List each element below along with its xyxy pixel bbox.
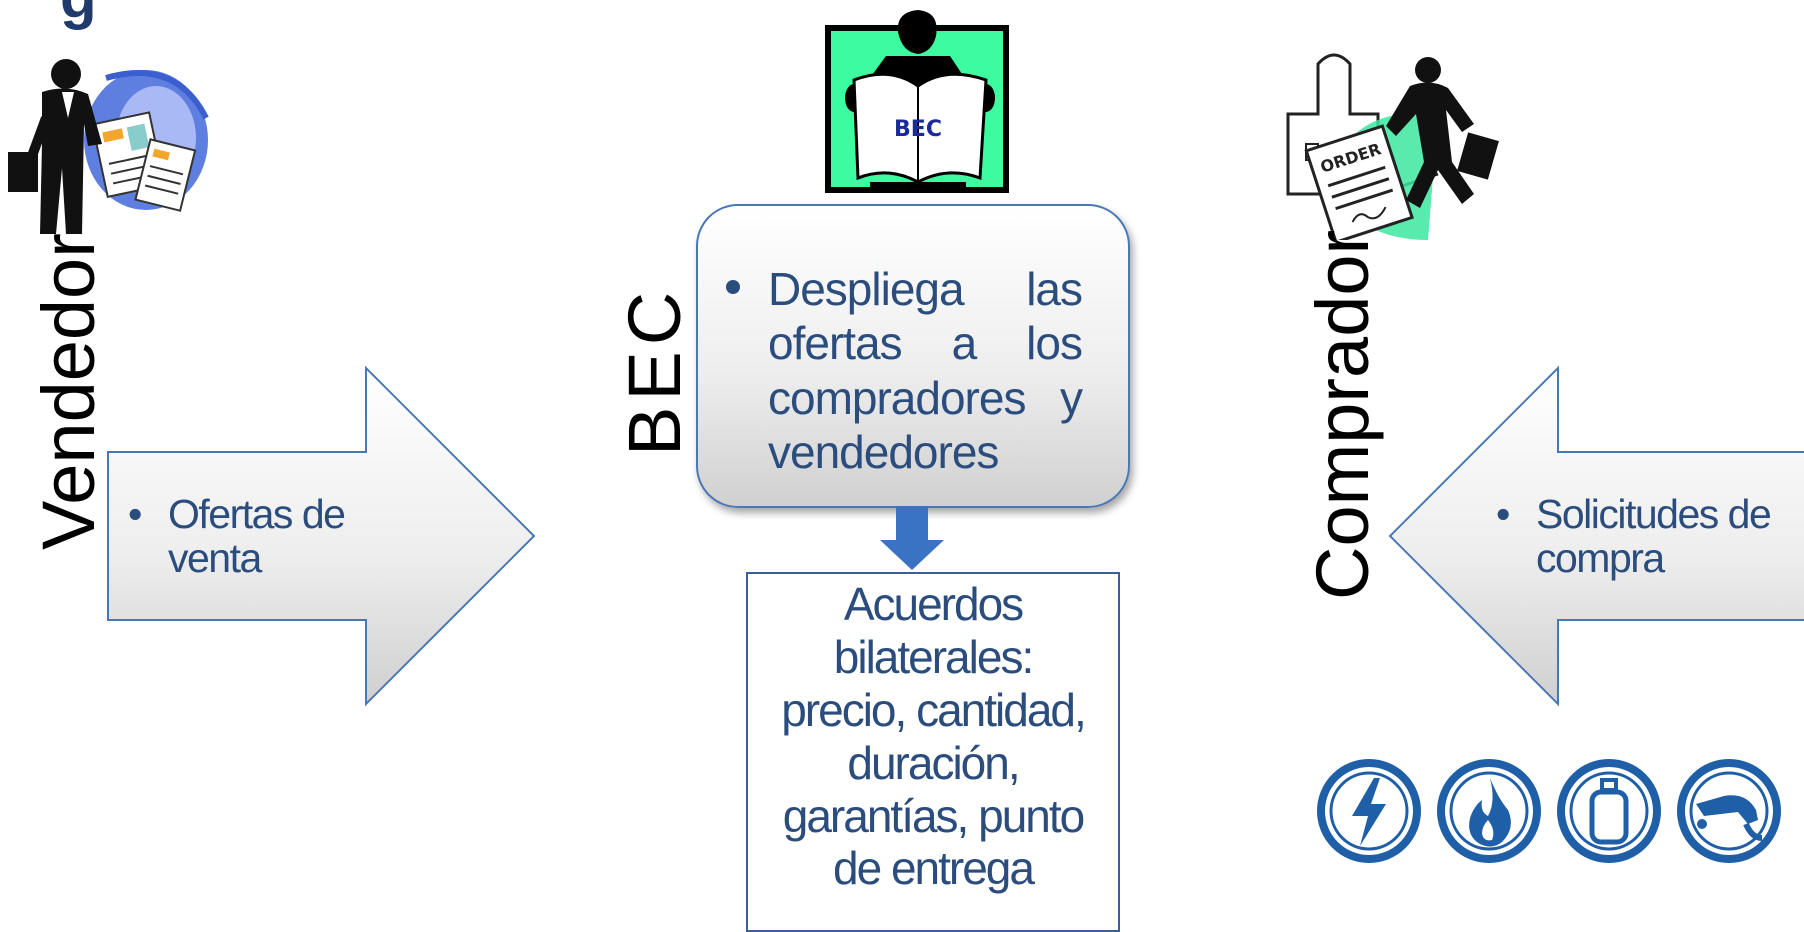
natural-gas-flame-icon (1437, 759, 1541, 863)
bec-function-text: Despliega las ofertas a los compradores … (720, 262, 1083, 479)
buyer-request-line2: compra (1536, 535, 1665, 582)
bec-text-line1: Despliega las (720, 262, 1083, 316)
word: compradores (768, 371, 1026, 424)
bullet-dot (726, 280, 740, 294)
word: los (1026, 317, 1083, 370)
buyer-request-arrow (1388, 365, 1804, 707)
fuel-pump-nozzle-icon (1677, 759, 1781, 863)
word: ofertas (768, 317, 903, 370)
buyer-request-line1: Solicitudes de (1536, 491, 1772, 537)
seller-offer-line2: venta (168, 535, 262, 582)
result-text: Acuerdos bilaterales: precio, cantidad, … (746, 578, 1120, 895)
word: Despliega (768, 263, 965, 315)
result-line: duración, (847, 736, 1020, 789)
result-line: garantías, punto (782, 789, 1085, 842)
word: a (951, 317, 978, 370)
word: las (1026, 263, 1083, 315)
bec-text-line4: vendedores (720, 425, 1082, 479)
bec-text-line3: compradores y (720, 371, 1083, 425)
bec-function-box (696, 204, 1130, 508)
bec-logo-icon: BEC (825, 10, 1009, 193)
word: vendedores (768, 425, 999, 478)
bec-logo-text: BEC (894, 117, 942, 142)
electricity-icon (1317, 759, 1421, 863)
seller-icon (8, 59, 209, 234)
seller-offer-text: •Ofertas de venta (128, 491, 346, 582)
lp-gas-cylinder-icon (1557, 759, 1661, 863)
result-line: precio, cantidad, (781, 683, 1087, 736)
bec-label: BEC (613, 285, 696, 456)
seller-label: Vendedor (27, 233, 110, 550)
result-box (746, 572, 1120, 932)
seller-offer-line1: Ofertas de (168, 491, 346, 537)
down-arrow-icon (880, 506, 944, 570)
result-line: Acuerdos (843, 578, 1024, 630)
seller-offer-arrow (107, 365, 536, 707)
buyer-request-text: •Solicitudes de compra (1496, 491, 1772, 582)
buyer-label: Comprador (1301, 229, 1384, 600)
buyer-icon: ORDER (1286, 53, 1499, 240)
word: y (1060, 371, 1083, 424)
result-line: de entrega (833, 842, 1035, 895)
result-line: bilaterales: (833, 630, 1034, 683)
title-fragment: g (60, 0, 98, 31)
bec-text-line2: ofertas a los (720, 316, 1083, 370)
